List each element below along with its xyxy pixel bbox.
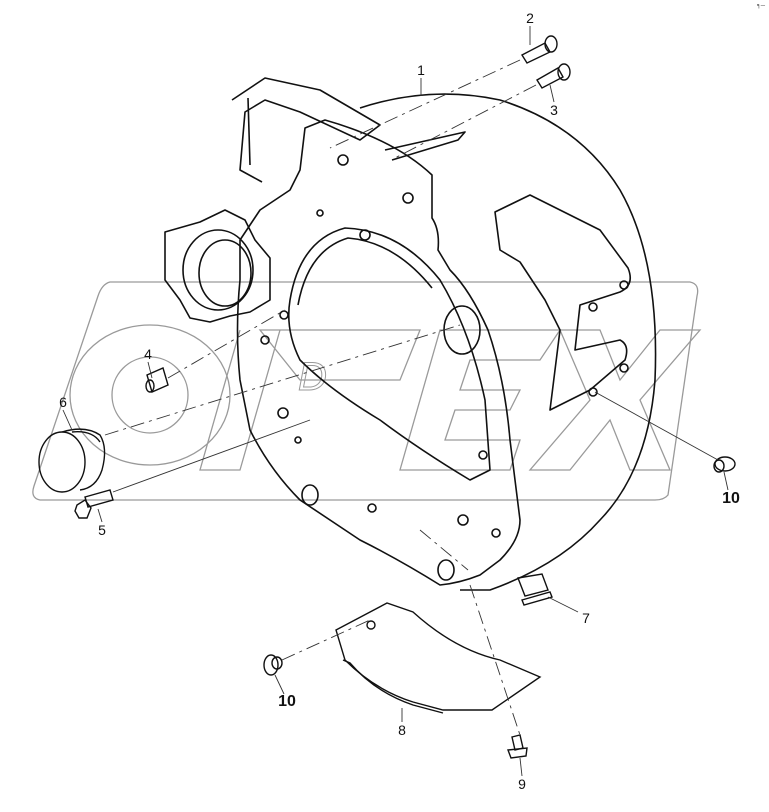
watermark: D — [32, 281, 702, 501]
callout-10-left[interactable]: 10 — [278, 693, 296, 710]
small-parts — [38, 35, 736, 759]
callout-8[interactable]: 8 — [398, 722, 406, 738]
callout-2[interactable]: 2 — [526, 10, 534, 26]
callout-6[interactable]: 6 — [59, 394, 67, 410]
callout-5[interactable]: 5 — [98, 522, 106, 538]
callout-10-right[interactable]: 10 — [722, 490, 740, 507]
callout-7[interactable]: 7 — [582, 610, 590, 626]
assembly-lines — [62, 26, 729, 777]
callout-9[interactable]: 9 — [518, 776, 526, 792]
callout-4[interactable]: 4 — [144, 346, 152, 362]
callout-3[interactable]: 3 — [550, 102, 558, 118]
corner-mark: ┑─ — [757, 3, 765, 9]
callout-1[interactable]: 1 — [417, 62, 425, 78]
